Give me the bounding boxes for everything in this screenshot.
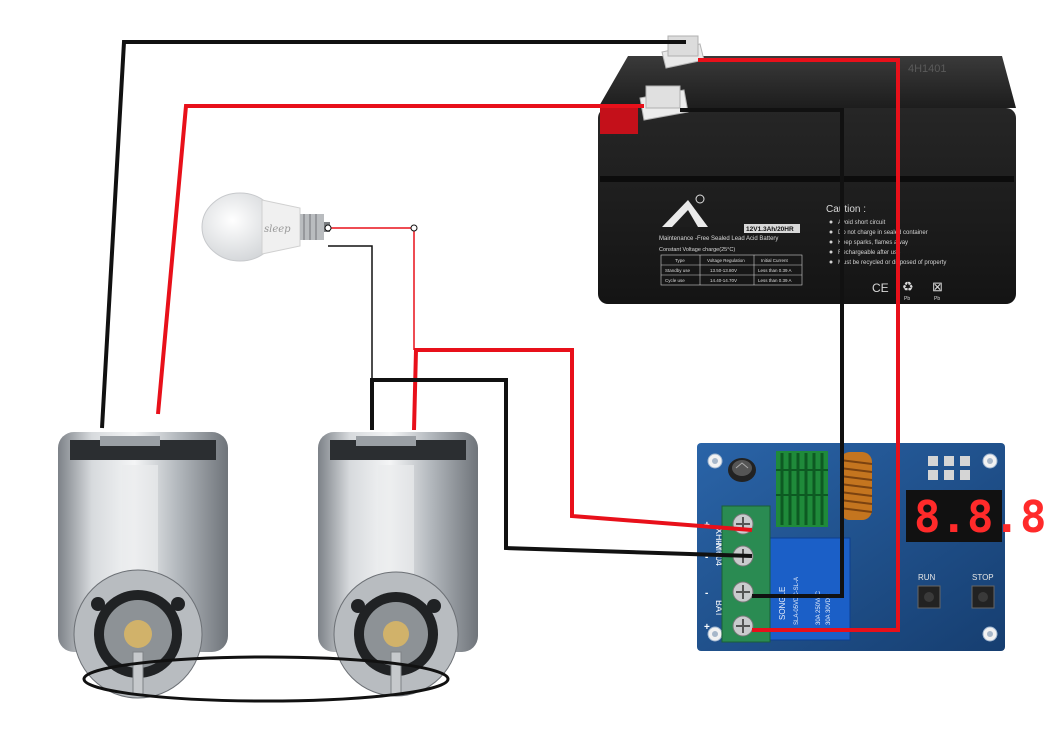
bat-label: BAT: [714, 600, 724, 617]
run-label: RUN: [918, 573, 936, 582]
board-leds: [928, 456, 970, 480]
charge-controller-board: 8.8.8 SONGLE SLA-05VDC-SL-A 30A 250VAC 3…: [697, 443, 1046, 651]
ce-mark-icon: CE: [872, 281, 889, 295]
relay: SONGLE SLA-05VDC-SL-A 30A 250VAC 30A 30V…: [769, 537, 851, 641]
table-cell: 14.40-14.70V: [710, 278, 737, 283]
wire-black-motor-to-battery: [100, 40, 686, 429]
wire-red-motor-to-in-plus: [412, 348, 753, 532]
terminal-sign: -: [705, 588, 708, 599]
table-cell: Less than 0.39 A: [758, 278, 792, 283]
wire-black-motor-to-in-minus: [370, 378, 753, 558]
drive-belt: [82, 655, 450, 703]
caution-title: Caution :: [826, 204, 866, 215]
motor-left: [58, 432, 228, 699]
capacitor: [728, 458, 756, 482]
wire-red-battery-to-bat-plus: [698, 58, 900, 632]
wire-black-bulb: [328, 245, 373, 380]
stop-label: STOP: [972, 573, 994, 582]
battery: 4H1401 12V1.3Ah/20HR Maintenance -Free S…: [598, 35, 1016, 304]
wire-junction: [410, 224, 418, 232]
wire-junction: [324, 224, 332, 232]
bulb-script: sleep: [264, 224, 291, 235]
relay-text: 30A 250VAC: [816, 590, 822, 625]
relay-text: SLA-05VDC-SL-A: [794, 577, 800, 625]
caution-line: Do not charge in sealed container: [838, 230, 928, 236]
mark-label: Pb: [904, 296, 910, 302]
heatsink: [776, 451, 828, 527]
battery-positive-terminal: [600, 85, 689, 134]
bin-crossed-icon: ⊠: [932, 279, 943, 294]
relay-brand: SONGLE: [778, 587, 787, 620]
battery-logo: [662, 194, 708, 227]
battery-subtitle: Maintenance -Free Sealed Lead Acid Batte…: [659, 236, 778, 242]
relay-text: 30A 30VDC: [826, 593, 832, 625]
board-model: XH-M604: [714, 528, 724, 566]
wire-red-motor-to-battery: [156, 104, 644, 415]
light-bulb: sleep: [201, 192, 330, 262]
caution-line: Rechargeable after use: [838, 250, 901, 256]
table-header: Initial Current: [761, 258, 789, 263]
terminal-screw: [732, 581, 754, 603]
battery-model: 12V1.3Ah/20HR: [746, 226, 794, 233]
caution-line: Avoid short circuit: [838, 220, 886, 226]
in-label: IN: [714, 540, 724, 549]
table-cell: Standby use: [665, 268, 691, 273]
inductor-coil: [839, 452, 873, 520]
motor-right: [318, 432, 478, 697]
caution-line: Keep sparks, flames away: [838, 240, 908, 246]
table-cell: Less than 0.39 A: [758, 268, 792, 273]
recycle-icon: ♻: [902, 279, 914, 294]
table-header: Voltage Regulation: [707, 258, 745, 263]
terminal-sign: +: [704, 622, 710, 633]
display-readout: 8.8.8: [914, 492, 1046, 543]
caution-line: Must be recycled or disposed of property: [838, 260, 946, 266]
terminal-screw: [732, 615, 754, 637]
battery-top-code: 4H1401: [908, 63, 947, 75]
battery-spec-table: [660, 254, 803, 286]
battery-charge-heading: Constant Voltage charge(25°C): [659, 247, 735, 253]
seven-segment-display: 8.8.8: [906, 490, 1046, 543]
terminal-sign: -: [705, 552, 708, 563]
table-cell: 13.50-13.80V: [710, 268, 737, 273]
buttons: RUN STOP: [917, 573, 995, 609]
table-cell: Cycle use: [665, 278, 685, 283]
wire-black-battery-to-bat-minus: [680, 108, 844, 598]
mark-label: Pb: [934, 296, 940, 302]
table-header: Type: [675, 258, 685, 263]
